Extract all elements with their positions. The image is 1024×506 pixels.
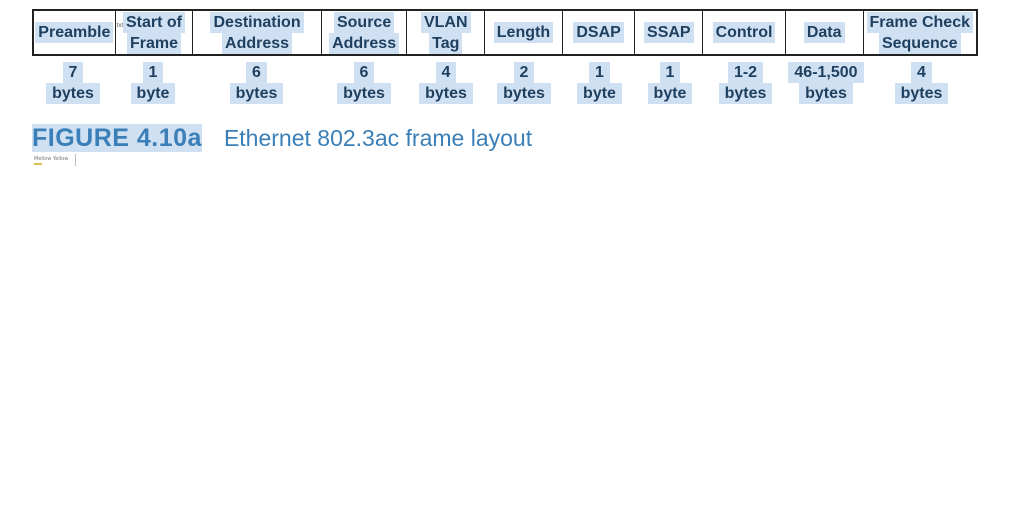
size-value: 46-1,500 [788,62,864,83]
size-unit: byte [647,83,693,104]
size-value: 1-2 [727,62,764,83]
field-cell: Control [703,11,786,54]
field-label-line: Sequence [878,32,961,54]
size-unit: bytes [337,83,391,104]
size-value: 4 [911,62,932,83]
size-value: 7 [62,62,84,83]
size-unit: bytes [799,83,853,104]
thumbnail-text: Mellow Yellow [34,156,69,162]
field-label-line: Length [493,22,554,43]
field-label-line: DSAP [573,22,624,43]
figure-label: FIGURE 4.10a [32,124,202,152]
size-unit: bytes [46,83,100,104]
field-label-line: Tag [429,32,463,54]
tiny-mark: txt [116,23,123,29]
figure-title: Ethernet 802.3ac frame layout [223,125,533,151]
field-label-line: Control [712,22,776,43]
field-label-line: SSAP [644,22,694,43]
size-value: 1 [142,62,164,83]
field-cell: DSAP [563,11,636,54]
field-label-line: Destination [210,11,304,33]
field-label-line: Address [329,32,400,54]
size-value: 4 [435,62,457,83]
field-label-line: Start of [122,11,185,33]
field-label-line: Data [803,22,845,43]
figure-caption: FIGURE 4.10a Ethernet 802.3ac frame layou… [32,124,532,153]
field-cell: SSAP [635,11,704,54]
size-unit: bytes [497,83,551,104]
field-label-line: VLAN [420,11,471,33]
size-value: 2 [513,62,535,83]
field-cell: Length [485,11,563,54]
field-label-line: Frame [126,32,181,54]
thumbnail-swatch [34,163,42,165]
field-label-line: Address [222,32,293,54]
size-unit: bytes [894,83,949,104]
size-value: 1 [659,62,681,83]
field-label-line: Source [333,11,395,33]
size-unit: bytes [229,83,284,104]
thumbnail: Mellow Yellow [32,154,76,166]
size-value: 1 [589,62,610,83]
field-cell: Data [786,11,864,54]
size-value: 6 [246,62,267,83]
field-label-line: Frame Check [866,11,973,33]
size-unit: bytes [718,83,773,104]
size-unit: byte [577,83,622,104]
field-label-line: Preamble [35,22,114,43]
size-unit: byte [130,83,176,104]
size-value: 6 [353,62,375,83]
field-cell: Preamble [34,11,116,54]
size-unit: bytes [419,83,473,104]
